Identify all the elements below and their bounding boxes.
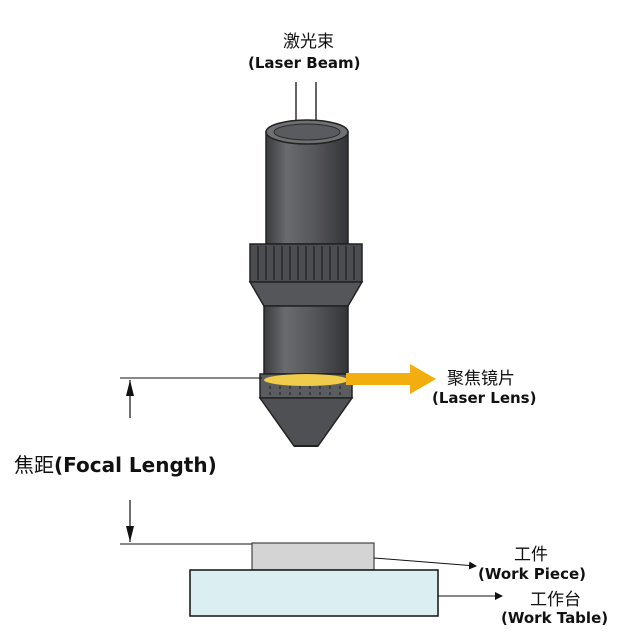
focal-length-label-cn: 焦距 — [14, 453, 54, 477]
dimension-arrow-icon — [120, 377, 262, 545]
work-piece-pointer-icon — [373, 557, 477, 570]
lens-pointer-arrow-icon — [264, 364, 436, 394]
focal-length-label: 焦距(Focal Length) — [14, 449, 217, 478]
laser-beam-label-en: (Laser Beam) — [248, 54, 361, 72]
work-piece-label-cn: 工件 — [514, 545, 548, 565]
laser-beam-label-cn: 激光束 — [283, 32, 334, 52]
focal-length-label-en: (Focal Length) — [54, 453, 217, 477]
work-table-label-cn: 工作台 — [530, 590, 581, 610]
laser-nozzle — [248, 119, 364, 447]
work-piece — [251, 542, 375, 571]
work-piece-label-en: (Work Piece) — [478, 565, 586, 583]
work-table — [189, 569, 439, 617]
work-table-label-en: (Work Table) — [501, 609, 609, 627]
laser-lens-label-cn: 聚焦镜片 — [447, 369, 515, 389]
laser-lens-label-en: (Laser Lens) — [432, 389, 537, 407]
